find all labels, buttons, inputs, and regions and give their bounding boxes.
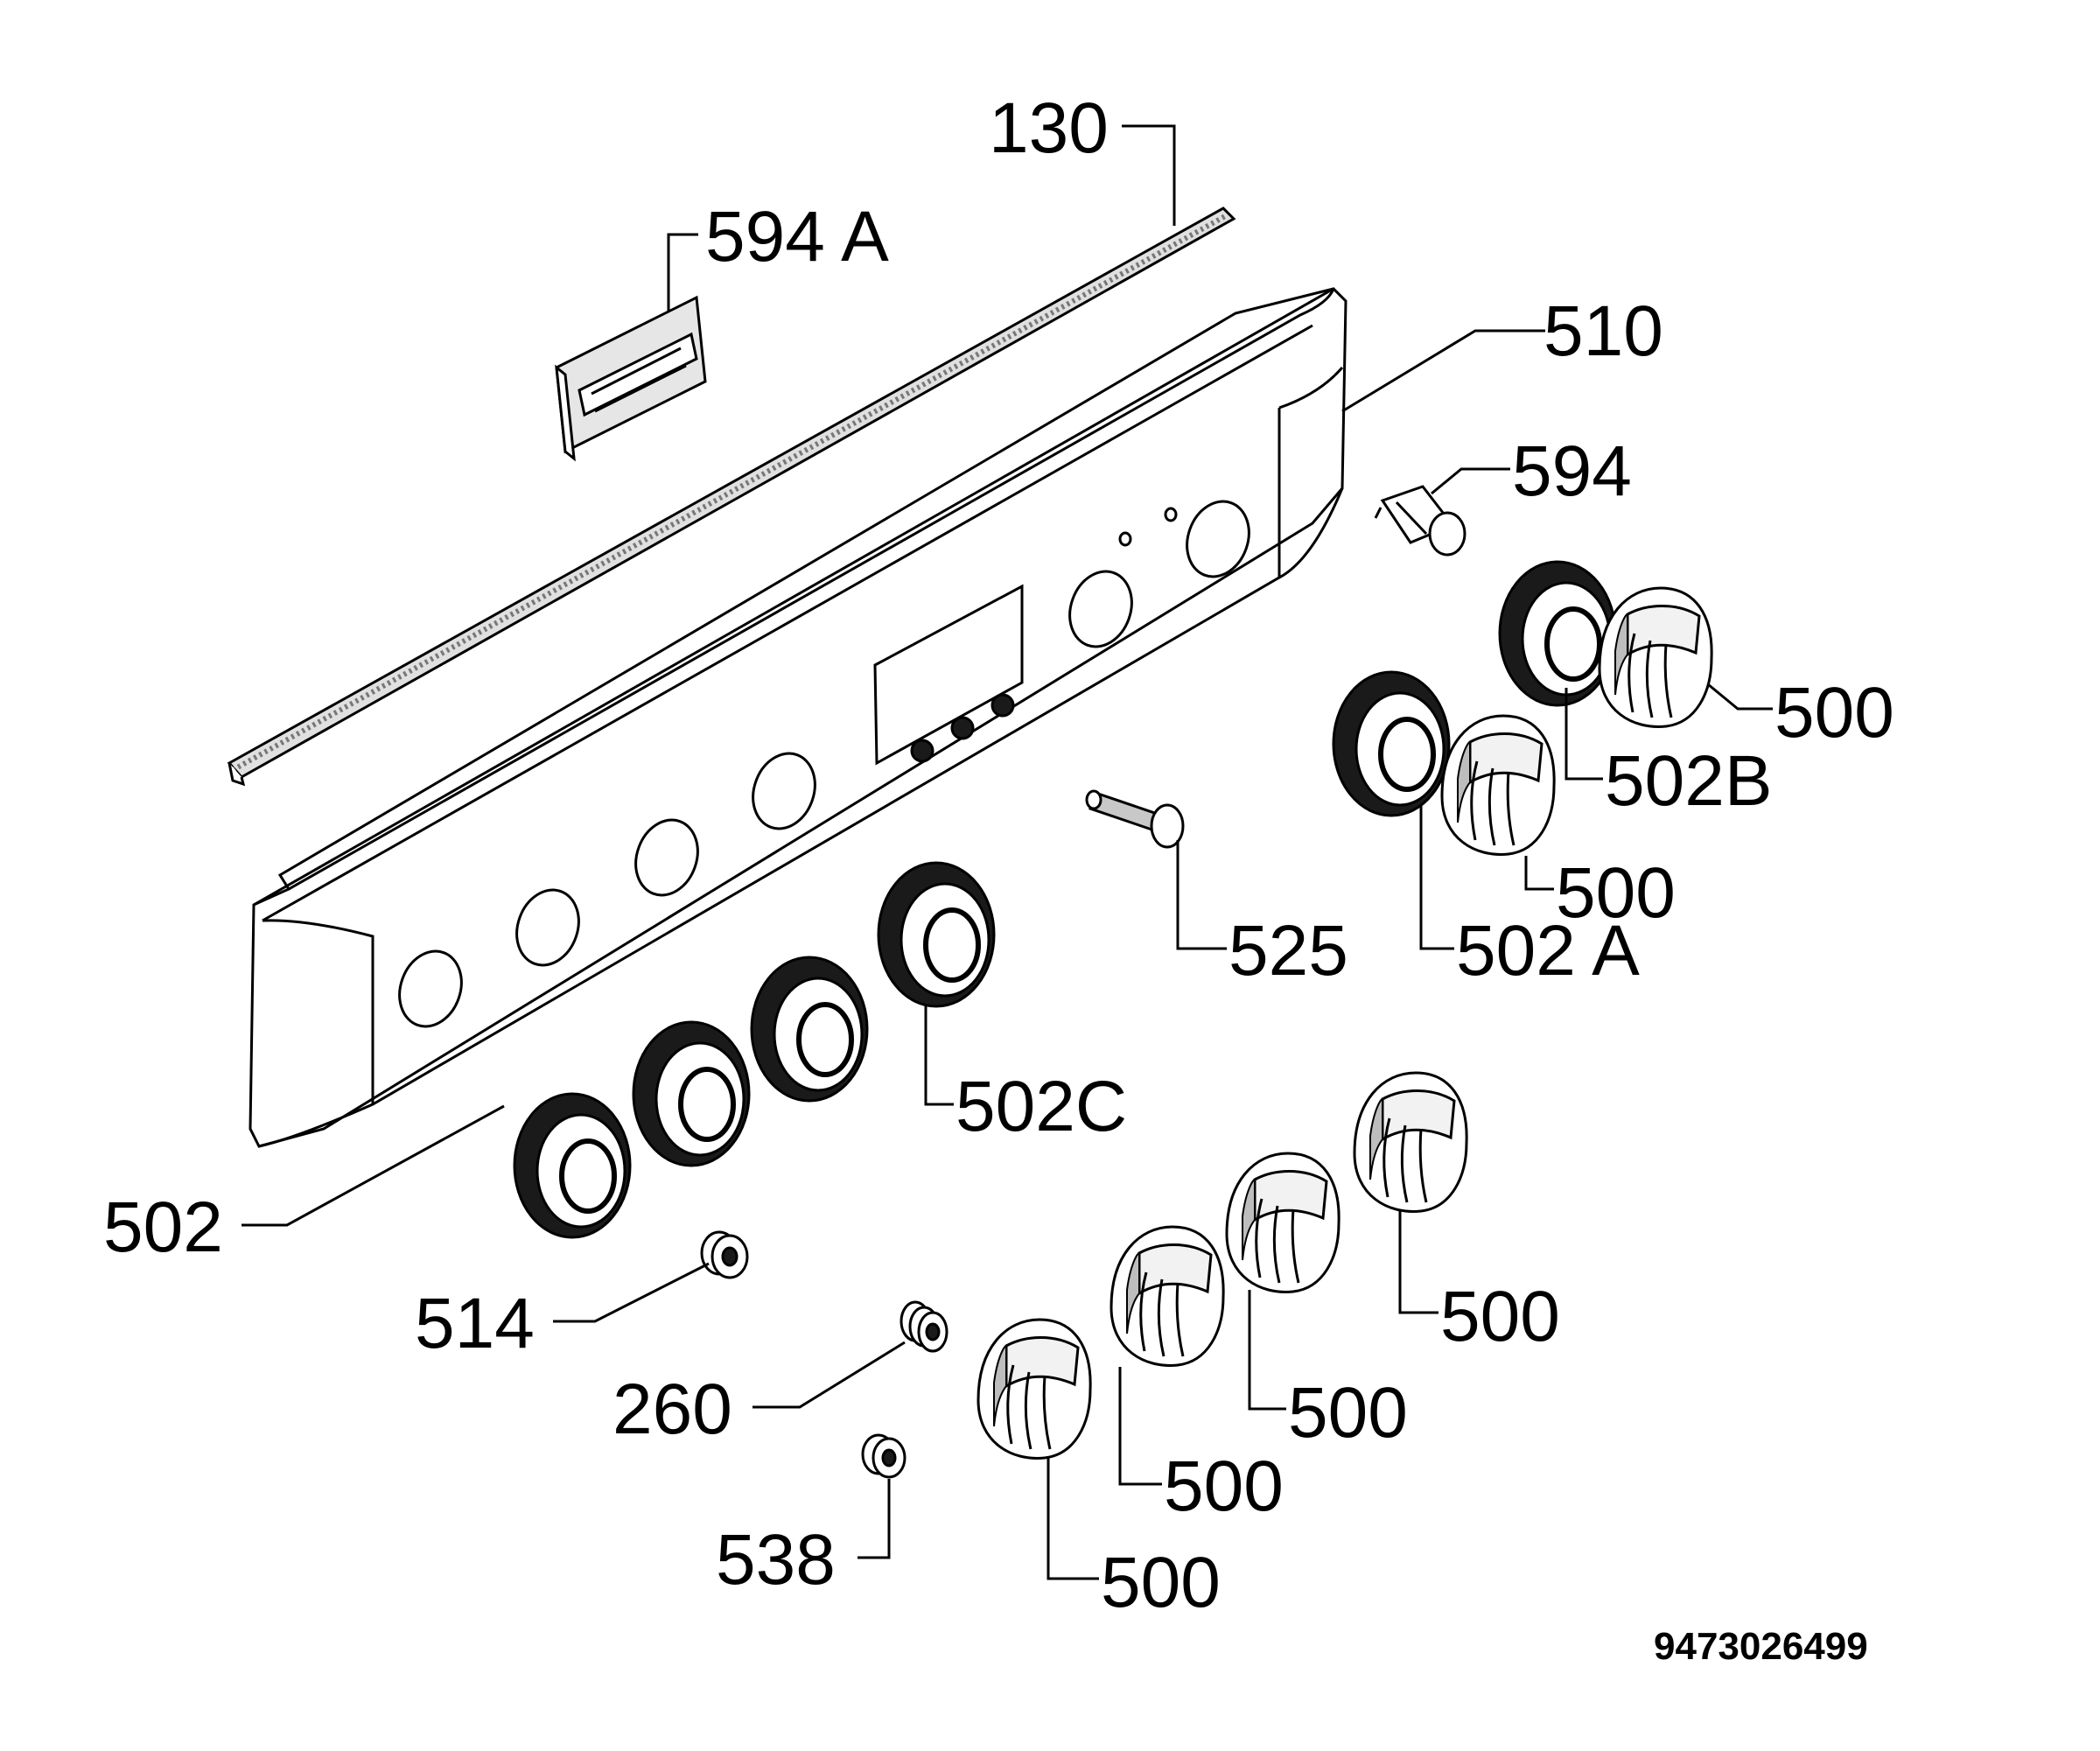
bezel-502c: [878, 863, 994, 1006]
screw-525: [1085, 789, 1185, 849]
leader-lines: [242, 124, 1773, 1580]
knob-500-right-top: [1598, 586, 1713, 728]
knob-500-bottom-1: [976, 1318, 1092, 1460]
label-502b: 502B: [1605, 741, 1773, 821]
control-panel-510: [248, 287, 1348, 1148]
document-number: 9473026499: [1654, 1625, 1868, 1668]
label-500-right-top: 500: [1774, 673, 1894, 753]
label-510: 510: [1544, 291, 1663, 371]
knob-500-bottom-3: [1225, 1152, 1340, 1293]
label-260: 260: [612, 1369, 732, 1449]
bezels-502: [514, 957, 867, 1237]
label-500-bottom-2: 500: [1164, 1446, 1284, 1526]
label-502c: 502C: [956, 1067, 1127, 1146]
lamp-594: [1374, 485, 1466, 557]
label-525: 525: [1228, 911, 1348, 991]
bezel-502b: [1500, 562, 1615, 705]
label-594: 594: [1512, 431, 1632, 511]
bezel-502a: [1334, 672, 1449, 816]
label-538: 538: [716, 1520, 836, 1600]
label-500-bottom-3: 500: [1288, 1373, 1408, 1453]
knob-500-right-mid: [1440, 714, 1556, 856]
label-502: 502: [103, 1187, 223, 1267]
label-514: 514: [415, 1284, 535, 1363]
spring-260: [900, 1300, 948, 1353]
label-500-bottom-1: 500: [1101, 1543, 1221, 1622]
label-130: 130: [989, 88, 1109, 168]
knob-500-bottom-2: [1110, 1225, 1225, 1367]
spacer-514: [700, 1230, 749, 1279]
bushing-538: [861, 1433, 906, 1479]
knob-500-bottom-4: [1353, 1071, 1468, 1213]
label-502a: 502 A: [1456, 911, 1640, 991]
label-500-right-mid: 500: [1556, 853, 1676, 933]
label-500-bottom-4: 500: [1440, 1277, 1560, 1356]
trim-strip-130: [227, 207, 1236, 787]
bracket-594a: [555, 295, 707, 462]
label-594a: 594 A: [705, 197, 889, 277]
